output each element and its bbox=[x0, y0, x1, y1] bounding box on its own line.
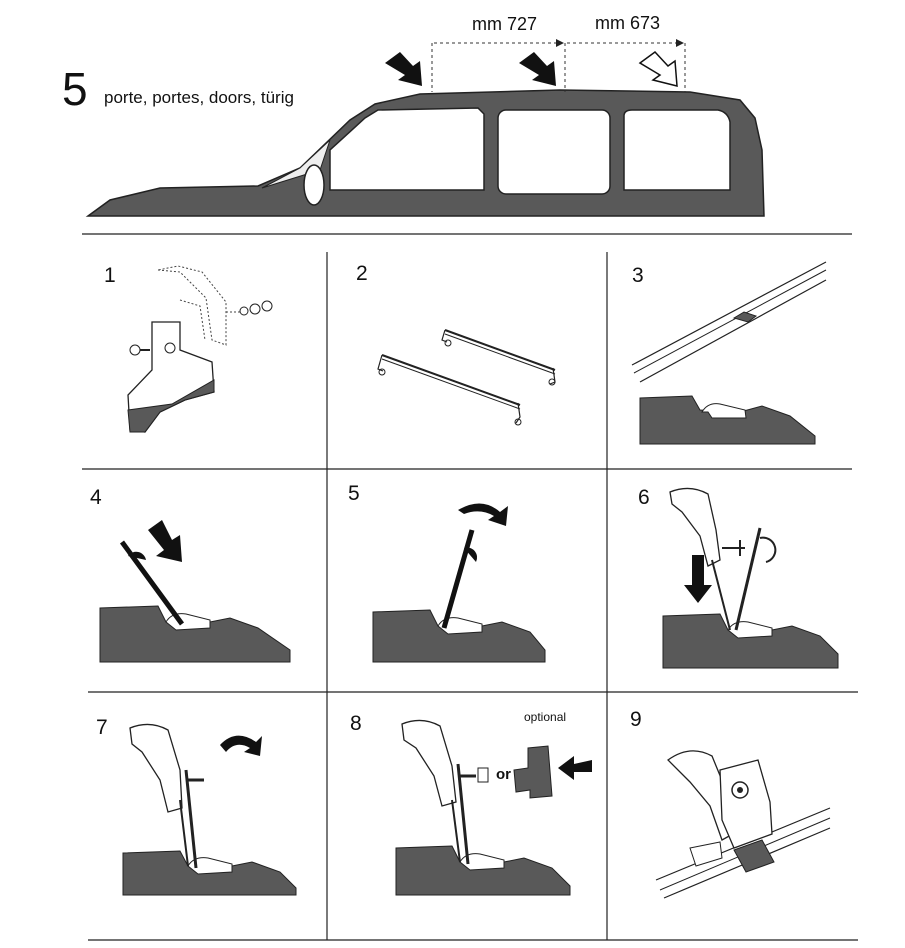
or-label: or bbox=[496, 766, 511, 783]
car-window-front bbox=[329, 107, 485, 191]
panel-2-roof-bars bbox=[377, 329, 556, 426]
doors-label: porte, portes, doors, türig bbox=[104, 88, 294, 107]
step-number-8: 8 bbox=[350, 712, 362, 735]
roof-arrow-2 bbox=[519, 52, 556, 86]
panel-5-rotate-foot bbox=[372, 503, 546, 663]
panel-grid bbox=[82, 233, 858, 941]
step-number-2: 2 bbox=[356, 262, 368, 285]
car-silhouette bbox=[85, 89, 765, 217]
panel-7-close-bracket bbox=[122, 723, 297, 896]
panel-1-foot-exploded bbox=[127, 265, 273, 433]
optional-label: optional bbox=[524, 710, 567, 724]
car-mirror bbox=[303, 164, 325, 206]
step-number-1: 1 bbox=[104, 264, 116, 287]
step-number-6: 6 bbox=[638, 486, 650, 509]
step-number-4: 4 bbox=[90, 486, 102, 509]
dimension-first: mm 727 bbox=[472, 14, 538, 34]
roof-arrow-1 bbox=[385, 52, 422, 86]
panel-6-fit-cover bbox=[662, 487, 839, 669]
car-window-rear bbox=[623, 109, 731, 191]
panel-8-fasten-knob bbox=[395, 719, 592, 896]
doors-number: 5 bbox=[62, 63, 88, 115]
roof-arrow-3-outline bbox=[638, 51, 678, 87]
step-number-5: 5 bbox=[348, 482, 360, 505]
step-number-3: 3 bbox=[632, 264, 644, 287]
step-number-9: 9 bbox=[630, 708, 642, 731]
panel-9-mounted-on-rail bbox=[655, 750, 831, 899]
panel-3-rail-and-profile bbox=[631, 261, 827, 445]
step-number-7: 7 bbox=[96, 716, 108, 739]
dimension-lines bbox=[431, 39, 686, 92]
knob-icon bbox=[513, 745, 553, 799]
panel-4-insert-foot bbox=[99, 520, 291, 663]
car-window-middle bbox=[497, 109, 611, 195]
dimension-second: mm 673 bbox=[595, 13, 661, 33]
